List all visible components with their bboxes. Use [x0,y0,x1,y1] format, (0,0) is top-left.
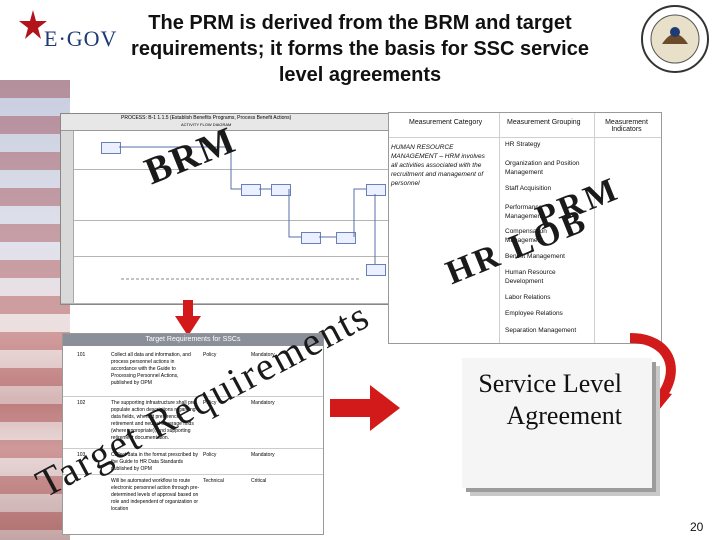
grouping-cell: Employee Relations [505,310,563,317]
row-description: Will be automated workflow to route elec… [111,478,200,512]
row-type: Policy [203,352,217,358]
grouping-cell: Benefit Management [505,253,565,260]
flag-background [0,80,70,540]
row-level: Mandatory [251,352,275,358]
row-type: Policy [203,452,217,458]
grouping-cell: HR Strategy [505,141,541,148]
process-connectors [119,146,376,280]
swimlane [61,131,391,170]
process-step [301,232,321,244]
grouping-cell: Staff Acquisition [505,185,552,192]
process-subheader-text: ACTIVITY FLOW DIAGRAM [181,122,232,127]
row-description: Collect all data and information, and pr… [111,352,191,386]
swimlane [61,257,391,304]
table-row: 103 Collect data in the format prescribe… [63,448,323,475]
table-row: Will be automated workflow to route elec… [63,474,323,534]
row-level: Mandatory [251,452,275,458]
process-step [366,264,386,276]
table-row: 101 Collect all data and information, an… [63,346,323,397]
curved-arrow-icon [629,333,676,416]
process-header-text: PROCESS: B-1 1.1.5 (Establish Benefits P… [121,115,292,121]
sla-box: Service Level Agreement [462,358,652,488]
divider [389,137,661,138]
process-step [336,232,356,244]
row-description: Collect data in the format prescribed by… [111,452,198,472]
table-header: Measurement Indicators [605,119,648,133]
swimlane [61,221,391,257]
divider [499,113,500,343]
grouping-cell: Performance Management [505,204,543,220]
table-header: Measurement Category [409,119,483,126]
process-step [101,142,121,154]
grouping-cell: Compensation Management [505,228,547,244]
grouping-cell: Labor Relations [505,294,551,301]
divider [594,113,595,343]
page-title: The PRM is derived from the BRM and targ… [131,12,589,86]
egov-logo: E·GOV [18,8,128,58]
star-icon [19,10,47,39]
sla-text: Service Level Agreement [478,369,622,430]
swimlane [61,170,391,221]
right-arrow-icon [330,385,400,431]
grouping-cell: Human Resource Development [505,269,556,285]
grouping-cell: Organization and Position Management [505,160,580,176]
table-row: 102 The supporting infrastructure shall … [63,396,323,449]
process-step [366,184,386,196]
row-id: 102 [77,400,86,406]
row-id: 103 [77,452,86,458]
down-arrow-icon [175,300,201,336]
seal-logo [640,4,710,74]
row-level: Mandatory [251,400,275,406]
page-number: 20 [690,520,704,534]
row-type: Policy [203,400,217,406]
row-type: Technical [203,478,224,484]
process-step [271,184,291,196]
process-header: PROCESS: B-1 1.1.5 (Establish Benefits P… [61,114,391,131]
target-requirements-table: Target Requirements for SSCs 101 Collect… [62,333,324,535]
row-level: Critical [251,478,267,484]
swimlane-labels [61,131,74,303]
grouping-cell: Separation Management [505,327,577,334]
row-id: 101 [77,352,86,358]
target-table-header: Target Requirements for SSCs [63,334,323,346]
logo-text: E·GOV [44,26,118,51]
row-description: The supporting infrastructure shall pre-… [111,400,197,441]
process-diagram: PROCESS: B-1 1.1.5 (Establish Benefits P… [60,113,392,305]
measurement-table: Measurement Category Measurement Groupin… [388,112,662,344]
process-step [241,184,261,196]
category-cell: HUMAN RESOURCE MANAGEMENT – HRM involves… [391,144,485,187]
table-header: Measurement Grouping [507,119,581,126]
